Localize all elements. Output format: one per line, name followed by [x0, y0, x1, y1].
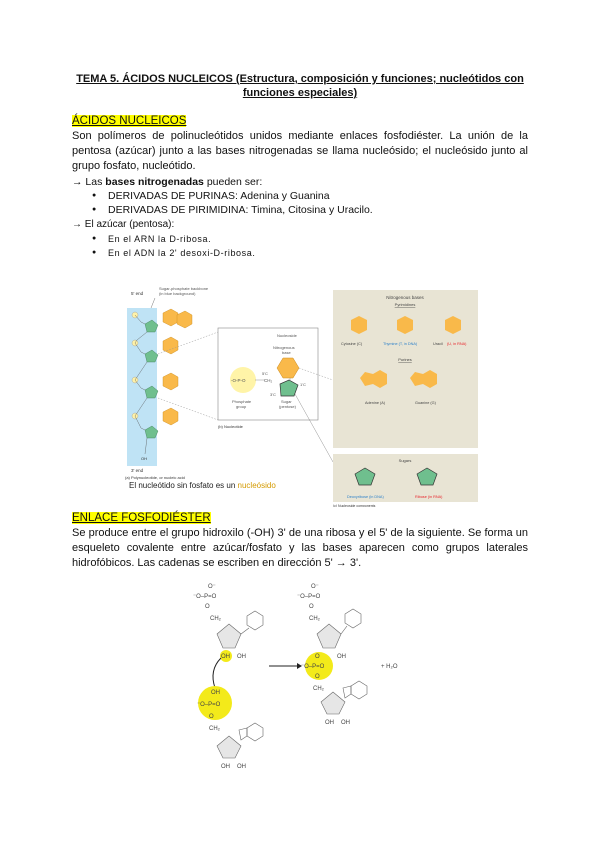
svg-text:Nitrogenous: Nitrogenous: [273, 345, 295, 350]
svg-text:Sugars: Sugars: [399, 458, 412, 463]
svg-text:base: base: [282, 350, 291, 355]
svg-text:1'C: 1'C: [300, 382, 306, 387]
svg-text:CH₂: CH₂: [210, 616, 222, 622]
svg-text:⁻O–P=O: ⁻O–P=O: [193, 594, 217, 600]
list-item: DERIVADAS DE PIRIMIDINA: Timina, Citosin…: [92, 203, 373, 217]
svg-text:Ribose (in RNA): Ribose (in RNA): [415, 495, 443, 499]
svg-text:Sugar: Sugar: [281, 399, 292, 404]
svg-text:Cytosine (C): Cytosine (C): [341, 342, 363, 346]
svg-text:Uracil: Uracil: [433, 342, 443, 346]
svg-text:CH₂: CH₂: [313, 686, 325, 692]
svg-text:3' end: 3' end: [131, 468, 144, 473]
svg-text:Purines: Purines: [398, 357, 412, 362]
svg-text:O⁻: O⁻: [311, 584, 319, 590]
nucleic-acid-diagram: 5' end Sugar-phosphate backbone (in blue…: [125, 286, 478, 508]
svg-text:Nitrogenous bases: Nitrogenous bases: [386, 295, 424, 300]
svg-text:OH: OH: [325, 720, 334, 726]
svg-text:(pentose): (pentose): [279, 404, 297, 409]
svg-text:(c) Nucleoside components: (c) Nucleoside components: [333, 504, 376, 507]
svg-text:Phosphate: Phosphate: [232, 399, 252, 404]
svg-text:OH: OH: [337, 654, 346, 660]
svg-text:CH₂: CH₂: [209, 726, 221, 732]
svg-text:Pyrimidines: Pyrimidines: [395, 302, 416, 307]
svg-text:3'C: 3'C: [270, 392, 276, 397]
svg-text:⁻O–P=O: ⁻O–P=O: [297, 594, 321, 600]
sugar-intro-line: → El azúcar (pentosa):: [72, 219, 175, 230]
svg-text:OH: OH: [141, 456, 147, 461]
svg-text:Deoxyribose (in DNA): Deoxyribose (in DNA): [347, 495, 384, 499]
slogan-text: El nucleótido sin fosfato es un nucleósi…: [129, 481, 276, 490]
bold-term: bases nitrogenadas: [105, 176, 204, 188]
svg-text:O: O: [309, 604, 314, 610]
svg-text:O: O: [205, 604, 210, 610]
svg-text:+ H₂O: + H₂O: [381, 664, 398, 670]
list-item: En el ADN la 2' desoxi-D-ribosa.: [92, 246, 255, 260]
svg-text:CH₂: CH₂: [309, 616, 321, 622]
svg-text:(in blue background): (in blue background): [159, 291, 196, 296]
phosphodiester-paragraph: Se produce entre el grupo hidroxilo (-OH…: [72, 527, 528, 569]
phosphodiester-reaction-diagram: O⁻ ⁻O–P=O O CH₂ OH OH OH ⁻O–P=O O CH₂: [193, 584, 398, 770]
section-heading-enlace-fosfodiester: ENLACE FOSFODIÉSTER: [72, 511, 211, 525]
nitrogenous-bases-panel: [333, 290, 478, 448]
svg-text:O: O: [209, 714, 214, 720]
highlighted-heading: ENLACE FOSFODIÉSTER: [72, 512, 211, 524]
nucleic-acid-figure: 5' end Sugar-phosphate backbone (in blue…: [115, 282, 485, 508]
svg-text:Nucleoside: Nucleoside: [277, 333, 298, 338]
chain-nucleotides: OH: [131, 308, 193, 461]
page-title: TEMA 5. ÁCIDOS NUCLEICOS (Estructura, co…: [76, 73, 524, 99]
svg-text:5' end: 5' end: [131, 291, 144, 296]
svg-text:Adenine (A): Adenine (A): [365, 401, 386, 405]
phosphodiester-reaction-figure: O⁻ ⁻O–P=O O CH₂ OH OH OH ⁻O–P=O O CH₂: [185, 578, 445, 770]
svg-text:O: O: [315, 674, 320, 680]
svg-text:O: O: [315, 654, 320, 660]
svg-text:5'C: 5'C: [262, 371, 268, 376]
svg-text:⁻O–P=O: ⁻O–P=O: [197, 702, 221, 708]
svg-text:⁻O–P=O: ⁻O–P=O: [301, 664, 325, 670]
highlighted-heading: ÁCIDOS NUCLEICOS: [72, 115, 187, 127]
list-item: En el ARN la D-ribosa.: [92, 232, 255, 246]
bases-list: DERIVADAS DE PURINAS: Adenina y Guanina …: [92, 189, 373, 217]
intro-paragraph: Son polímeros de polinucleótidos unidos …: [72, 130, 528, 172]
svg-text:CH₂: CH₂: [264, 378, 272, 383]
bases-intro-line: → Las bases nitrogenadas pueden ser:: [72, 176, 263, 188]
svg-text:OH: OH: [237, 654, 246, 660]
svg-text:(a) Polynucleotide, or nucleic: (a) Polynucleotide, or nucleic acid: [125, 475, 185, 480]
svg-text:OH: OH: [221, 764, 230, 768]
svg-text:(b) Nucleotide: (b) Nucleotide: [218, 424, 244, 429]
svg-text:Guanine (G): Guanine (G): [415, 401, 437, 405]
section-heading-acidos-nucleicos: ÁCIDOS NUCLEICOS: [72, 114, 187, 128]
svg-text:(U, in RNA): (U, in RNA): [447, 342, 467, 346]
svg-text:OH: OH: [237, 764, 246, 768]
svg-text:OH: OH: [211, 690, 220, 696]
svg-text:O⁻: O⁻: [208, 584, 216, 590]
svg-text:-O-P-O: -O-P-O: [231, 378, 246, 383]
svg-text:OH: OH: [221, 654, 230, 660]
svg-text:Sugar-phosphate backbone: Sugar-phosphate backbone: [159, 286, 209, 291]
arrow-icon: →: [72, 176, 83, 188]
svg-text:OH: OH: [341, 720, 350, 726]
svg-text:Thymine (T, in DNA): Thymine (T, in DNA): [383, 342, 418, 346]
sugar-list: En el ARN la D-ribosa. En el ADN la 2' d…: [92, 232, 255, 260]
svg-text:group: group: [236, 404, 247, 409]
list-item: DERIVADAS DE PURINAS: Adenina y Guanina: [92, 189, 373, 203]
